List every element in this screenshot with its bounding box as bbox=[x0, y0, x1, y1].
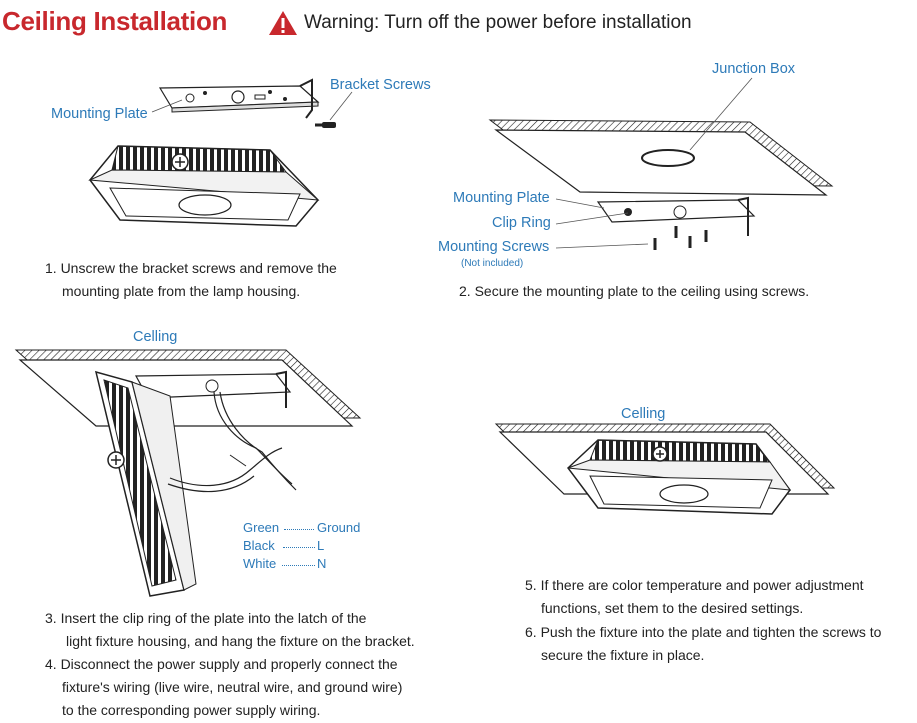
label-mounting-plate-1: Mounting Plate bbox=[51, 106, 148, 122]
label-not-included: (Not included) bbox=[461, 258, 524, 269]
panel1-leader-lines bbox=[151, 91, 353, 121]
panel1-bracket-screw-drawing bbox=[315, 122, 336, 128]
wire-n-label: N bbox=[317, 556, 327, 571]
step5-line1: 5. If there are color temperature and po… bbox=[525, 577, 864, 593]
panel1-lamp-housing-drawing bbox=[88, 145, 320, 227]
wire-green-leader bbox=[284, 529, 314, 530]
panel4-installed-fixture-drawing bbox=[566, 439, 792, 515]
label-bracket-screws: Bracket Screws bbox=[330, 77, 431, 93]
step4-line1: 4. Disconnect the power supply and prope… bbox=[45, 656, 398, 672]
wire-white-label: White bbox=[243, 556, 277, 571]
wire-white-leader bbox=[282, 565, 315, 566]
panel1-mounting-plate-drawing bbox=[158, 78, 320, 119]
step6-line1: 6. Push the fixture into the plate and t… bbox=[525, 624, 882, 640]
panel3-wiring-drawing bbox=[167, 391, 297, 493]
step6-line2: secure the fixture in place. bbox=[541, 647, 705, 663]
step2-line: 2. Secure the mounting plate to the ceil… bbox=[459, 283, 810, 299]
panel2-mounting-screws-drawing bbox=[653, 226, 708, 250]
step4-line3: to the corresponding power supply wiring… bbox=[62, 702, 321, 718]
wire-ground-label: Ground bbox=[317, 520, 361, 535]
panel3-hanging-fixture-drawing bbox=[94, 370, 197, 597]
label-ceiling-4: Celling bbox=[621, 406, 666, 422]
label-clip-ring: Clip Ring bbox=[492, 215, 551, 231]
wire-green-label: Green bbox=[243, 520, 280, 535]
panel2-mounting-plate-drawing bbox=[596, 196, 756, 236]
warning-text: Warning: Turn off the power before insta… bbox=[304, 12, 692, 33]
wire-black-label: Black bbox=[243, 538, 275, 553]
panel2-leader-lines bbox=[555, 77, 753, 249]
label-junction-box: Junction Box bbox=[712, 61, 796, 77]
panel2-ceiling-drawing bbox=[488, 119, 834, 196]
label-mounting-screws: Mounting Screws bbox=[438, 239, 550, 255]
label-mounting-plate-2: Mounting Plate bbox=[453, 190, 550, 206]
warning-banner: Warning: Turn off the power before insta… bbox=[268, 10, 692, 36]
wire-l-label: L bbox=[317, 538, 325, 553]
step3-line1: 3. Insert the clip ring of the plate int… bbox=[45, 610, 367, 626]
warning-triangle-icon bbox=[269, 11, 297, 35]
step4-line2: fixture's wiring (live wire, neutral wir… bbox=[62, 679, 403, 695]
wire-black-leader bbox=[283, 547, 315, 548]
label-ceiling-3: Celling bbox=[133, 329, 178, 345]
step3-line2: light fixture housing, and hang the fixt… bbox=[66, 633, 415, 649]
step1-line2: mounting plate from the lamp housing. bbox=[62, 283, 301, 299]
step5-line2: functions, set them to the desired setti… bbox=[541, 600, 804, 616]
page-title: Ceiling Installation bbox=[2, 6, 228, 36]
step1-line1: 1. Unscrew the bracket screws and remove… bbox=[45, 260, 337, 276]
